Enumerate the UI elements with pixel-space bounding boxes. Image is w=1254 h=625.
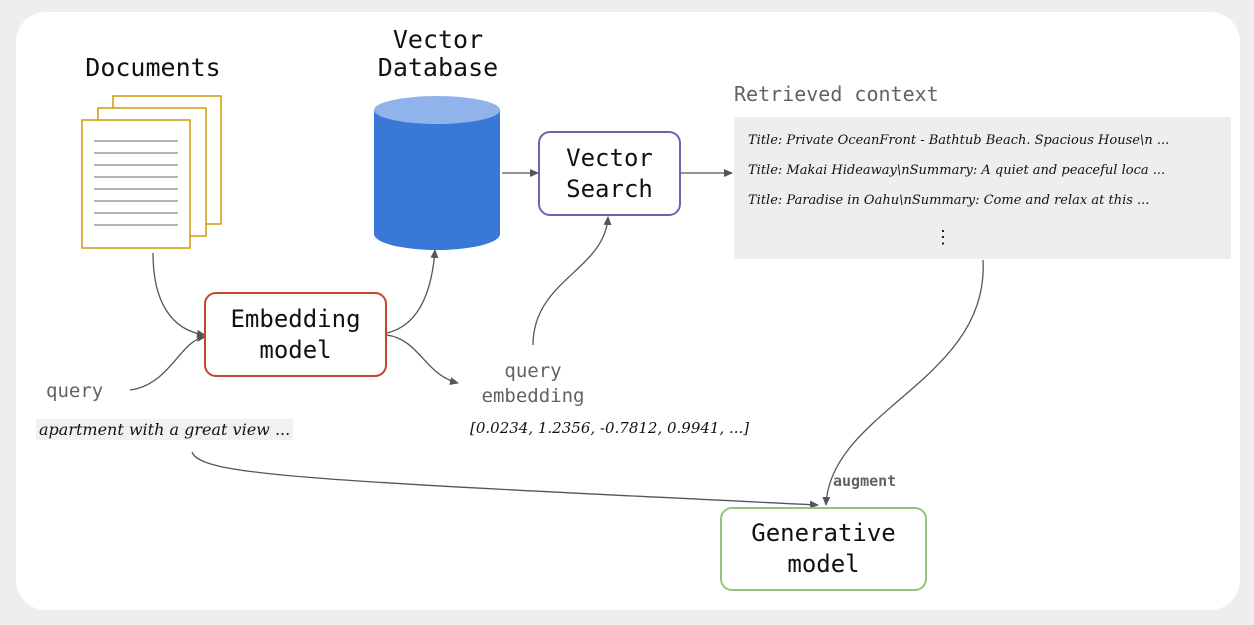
- arrow-embedding-to-query-embedding: [386, 334, 459, 385]
- context-line-2: Title: Makai Hideaway\nSummary: A quiet …: [748, 163, 1166, 178]
- arrow-query-to-embedding: [129, 333, 206, 391]
- arrow-embedding-to-database: [386, 249, 439, 334]
- generative-model-box: Generative model: [720, 507, 927, 591]
- arrow-documents-to-embedding: [152, 252, 206, 338]
- query-label: query: [46, 380, 104, 402]
- context-ellipsis: ⋮: [934, 227, 952, 248]
- context-line-1: Title: Private OceanFront - Bathtub Beac…: [748, 133, 1170, 148]
- retrieved-context-panel: Title: Private OceanFront - Bathtub Beac…: [734, 117, 1231, 259]
- arrow-query-embedding-to-search: [532, 216, 612, 346]
- vector-database-title: Vector Database: [377, 25, 499, 82]
- database-cylinder-icon: [374, 96, 500, 250]
- query-embedding-vector: [0.0234, 1.2356, -0.7812, 0.9941, ...]: [470, 419, 750, 437]
- augment-label: augment: [833, 472, 897, 490]
- context-line-3: Title: Paradise in Oahu\nSummary: Come a…: [748, 193, 1150, 208]
- arrow-query-to-generative: [191, 451, 819, 509]
- retrieved-context-title: Retrieved context: [734, 82, 939, 106]
- documents-icon: [81, 95, 222, 249]
- embedding-model-box: Embedding model: [204, 292, 387, 377]
- documents-title: Documents: [85, 53, 221, 82]
- query-embedding-label: query embedding: [481, 360, 585, 407]
- vector-search-box: Vector Search: [538, 131, 681, 216]
- arrow-context-to-generative: [822, 259, 984, 506]
- query-text: apartment with a great view ...: [36, 419, 294, 440]
